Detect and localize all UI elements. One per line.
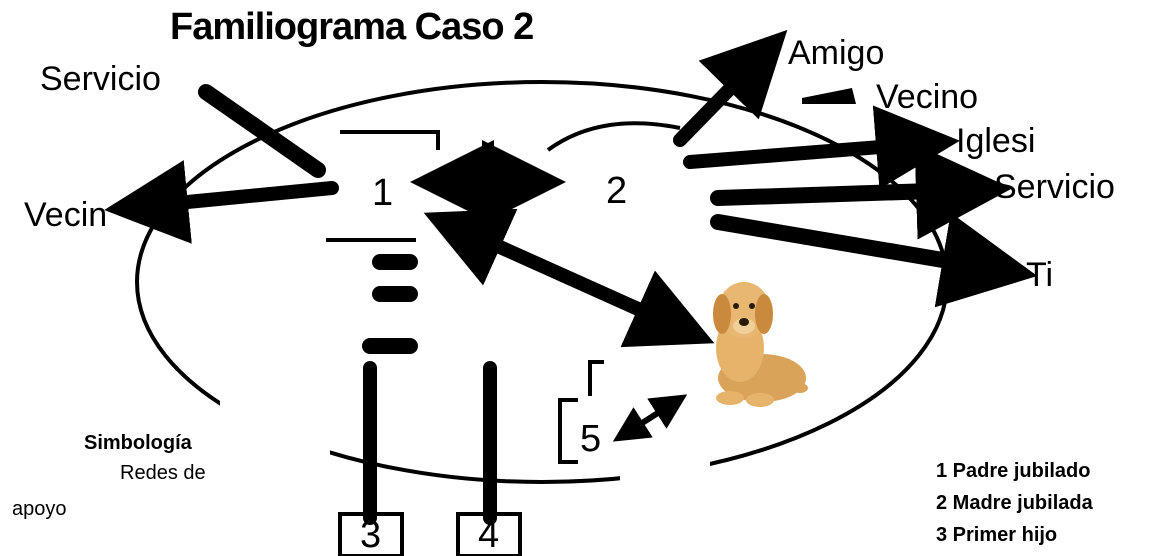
link-1-vecin <box>104 160 339 244</box>
servicio-right-label: Servicio <box>994 168 1115 206</box>
link-1-servicio <box>198 84 326 178</box>
key-item-3: 3 Primer hijo <box>936 524 1058 546</box>
page-title: Familiograma Caso 2 <box>170 6 534 48</box>
link-2-ti <box>710 212 1038 308</box>
key-item-2: 2 Madre jubilada <box>936 492 1093 514</box>
servicio-left-label: Servicio <box>40 60 161 98</box>
link-2-servicio <box>710 143 1012 240</box>
children-line <box>362 254 418 354</box>
legend-line-2: apoyo <box>12 498 67 520</box>
key-item-1: 1 Padre jubilado <box>936 460 1091 482</box>
legend-line-1: Redes de <box>120 462 206 484</box>
legend-title: Simbología <box>84 432 192 454</box>
node-5-label: 5 <box>580 418 602 460</box>
link-2-iglesi <box>683 105 960 190</box>
node-4-box <box>456 512 522 556</box>
ti-label: Ti <box>1026 256 1054 294</box>
link-2-amigo <box>673 29 788 147</box>
vecino-label: Vecino <box>876 78 979 116</box>
node-5-box <box>558 398 578 464</box>
node-2-label: 2 <box>606 170 628 212</box>
node-4-label: 4 <box>478 514 500 556</box>
link-2-vecino <box>802 88 856 104</box>
node-3-box <box>338 512 404 556</box>
amigo-label: Amigo <box>788 34 885 72</box>
vecin-label: Vecin <box>24 196 108 234</box>
node-1-label: 1 <box>372 172 394 214</box>
iglesi-label: Iglesi <box>956 122 1036 160</box>
node-2-circle <box>546 121 681 152</box>
puppy-icon <box>713 282 808 407</box>
link-1-pet <box>423 208 715 348</box>
link-5-pet <box>612 394 688 442</box>
node-3-label: 3 <box>360 514 382 556</box>
